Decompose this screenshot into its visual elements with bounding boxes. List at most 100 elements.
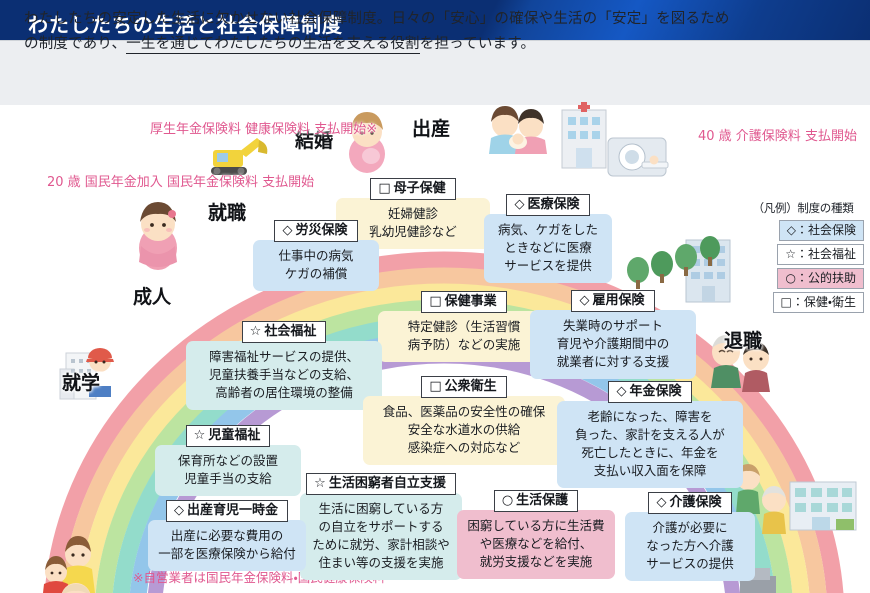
card-body-kaigo-hoken: 介護が必要に なった方へ介護 サービスの提供 [625,512,755,581]
legend-title: （凡例）制度の種類 [752,201,854,215]
card-body-seikatsu-konkyusha: 生活に困窮している方 の自立をサポートする ために就労、家計相談や 住まい等の支… [300,493,462,580]
card-iryo-hoken: ◇医療保険 病気、ケガをした ときなどに医療 サービスを提供 [484,194,612,283]
diamond-icon: ◇ [514,197,525,212]
card-head-boshi-hoken: □母子保健 [370,178,456,200]
illustration-hospital [561,102,607,169]
card-koshu-eisei: □公衆衛生 食品、医薬品の安全性の確保 安全な水道水の供給 感染症への対応など [363,376,565,465]
card-title-iryo-hoken: 医療保険 [527,197,580,212]
legend-mark-circle: ○ [785,271,796,285]
stage-label-shugaku: 就学 [62,372,101,394]
diamond-icon: ◇ [656,495,667,510]
card-title-nenkin-hoken: 年金保険 [629,384,682,399]
card-head-jido-fukushi: ☆児童福祉 [185,425,271,447]
card-body-koyo-hoken: 失業時のサポート 育児や介護期間中の 就業者に対する支援 [530,310,696,379]
card-body-seikatsu-hogo: 困窮している方に生活費 や医療などを給付、 就労支援などを実施 [457,510,615,579]
legend-sep-2: ： [795,271,808,285]
legend-sep-1: ： [795,247,808,261]
card-body-koshu-eisei: 食品、医薬品の安全性の確保 安全な水道水の供給 感染症への対応など [363,396,565,465]
legend-item-shakai-hoken: ◇：社会保険 [778,220,864,241]
diamond-icon: ◇ [173,503,184,518]
card-seikatsu-konkyusha: ☆生活困窮者自立支援 生活に困窮している方 の自立をサポートする ために就労、家… [300,473,462,580]
legend-label-shakai-fukushi: 社会福祉 [807,247,856,261]
star-icon: ☆ [314,476,326,491]
card-shussan-ikuji: ◇出産育児一時金 出産に必要な費用の 一部を医療保険から給付 [148,500,306,571]
illustration-trees [627,236,720,289]
card-head-koyo-hoken: ◇雇用保険 [571,290,655,312]
card-body-shussan-ikuji: 出産に必要な費用の 一部を医療保険から給付 [148,520,306,571]
legend: （凡例）制度の種類 ◇：社会保険 ☆：社会福祉 ○：公的扶助 □：保健・衛生 [742,200,864,313]
card-rosai-hoken: ◇労災保険 仕事中の病気 ケガの補償 [253,220,379,291]
card-body-nenkin-hoken: 老齢になった、障害を 負った、家計を支える人が 死亡したときに、年金を 支払い収… [557,401,743,488]
description-line2-post: を担っています。 [419,36,536,52]
illustration-mri-scanner [607,137,669,177]
note-age-40: 40 歳 介護保険料 支払開始 [698,129,857,144]
stage-label-kekkon: 結婚 [295,130,334,152]
note-age-20: 20 歳 国民年金加入 国民年金保険料 支払開始 [47,175,315,190]
diamond-icon: ◇ [616,384,627,399]
description-line1: わたしたちの安定した生活に欠かせない社会保障制度。日々の「安心」の確保や生活の「… [24,11,730,27]
illustration-mother-children [43,536,95,593]
illustration-school [59,348,114,400]
illustration-pregnant-woman [349,112,385,173]
description-line2-pre: の制度であり、 [24,36,127,52]
description-band [0,41,870,105]
legend-mark-diamond: ◇ [786,223,796,237]
card-title-koyo-hoken: 雇用保険 [592,293,645,308]
note-employment-premiums: 厚生年金保険料 健康保険料 支払開始※ [150,122,378,137]
band-red [44,251,844,593]
stage-label-seijin: 成人 [133,286,172,308]
diamond-icon: ◇ [579,293,590,308]
illustration-family-newborn [489,106,547,154]
legend-label-shakai-hoken: 社会保険 [807,223,856,237]
card-head-seikatsu-konkyusha: ☆生活困窮者自立支援 [306,473,456,495]
card-seikatsu-hogo: ○生活保護 困窮している方に生活費 や医療などを給付、 就労支援などを実施 [457,490,615,579]
page-title: わたしたちの生活と社会保障制度 [28,13,343,37]
stage-label-shussan: 出産 [412,118,451,140]
card-title-kaigo-hoken: 介護保険 [669,495,722,510]
legend-item-shakai-fukushi: ☆：社会福祉 [777,244,864,265]
card-head-kaigo-hoken: ◇介護保険 [648,492,732,514]
description-underlined: 一生を通じてわたしたちの生活を支える役割 [126,36,420,54]
card-title-hoken-jigyo: 保健事業 [444,294,497,309]
legend-item-koteki-fujo: ○：公的扶助 [777,268,864,289]
card-head-rosai-hoken: ◇労災保険 [274,220,358,242]
card-body-shakai-fukushi: 障害福祉サービスの提供、 児童扶養手当などの支給、 高齢者の居住環境の整備 [186,341,382,410]
card-head-shakai-fukushi: ☆社会福祉 [241,321,327,343]
legend-label-koteki-fujo: 公的扶助 [807,271,856,285]
legend-item-hoken-eisei: □：保健・衛生 [772,292,864,313]
card-title-rosai-hoken: 労災保険 [295,223,348,238]
header-bar [0,0,870,41]
illustration-elderly-couple [711,335,770,392]
legend-sep-0: ： [795,223,808,237]
card-head-hoken-jigyo: □保健事業 [421,291,507,313]
illustration-young-woman [139,202,177,270]
card-title-seikatsu-konkyusha: 生活困窮者自立支援 [328,476,446,491]
legend-sep-3: ： [791,295,804,309]
circle-icon: ○ [501,493,514,508]
card-body-jido-fukushi: 保育所などの設置 児童手当の支給 [155,445,301,496]
star-icon: ☆ [193,428,206,443]
card-head-shussan-ikuji: ◇出産育児一時金 [165,500,288,522]
card-hoken-jigyo: □保健事業 特定健診（生活習慣 病予防）などの実施 [378,291,550,362]
illustration-excavator [211,138,268,175]
card-title-jido-fukushi: 児童福祉 [208,428,261,443]
card-body-iryo-hoken: 病気、ケガをした ときなどに医療 サービスを提供 [484,214,612,283]
card-head-koshu-eisei: □公衆衛生 [421,376,507,398]
legend-mark-star: ☆ [785,247,796,261]
square-icon: □ [378,181,391,196]
legend-rows: ◇：社会保険 ☆：社会福祉 ○：公的扶助 □：保健・衛生 [742,220,864,313]
card-title-boshi-hoken: 母子保健 [393,181,446,196]
card-shakai-fukushi: ☆社会福祉 障害福祉サービスの提供、 児童扶養手当などの支給、 高齢者の居住環境… [186,321,382,410]
card-title-seikatsu-hogo: 生活保護 [516,493,569,508]
card-nenkin-hoken: ◇年金保険 老齢になった、障害を 負った、家計を支える人が 死亡したときに、年金… [557,381,743,488]
card-head-nenkin-hoken: ◇年金保険 [608,381,692,403]
band-orange [61,267,827,593]
legend-mark-square: □ [780,295,792,309]
card-jido-fukushi: ☆児童福祉 保育所などの設置 児童手当の支給 [155,425,301,496]
square-icon: □ [429,379,442,394]
diamond-icon: ◇ [282,223,293,238]
card-title-shakai-fukushi: 社会福祉 [264,324,317,339]
card-kaigo-hoken: ◇介護保険 介護が必要に なった方へ介護 サービスの提供 [625,492,755,581]
card-body-rosai-hoken: 仕事中の病気 ケガの補償 [253,240,379,291]
card-title-koshu-eisei: 公衆衛生 [444,379,497,394]
